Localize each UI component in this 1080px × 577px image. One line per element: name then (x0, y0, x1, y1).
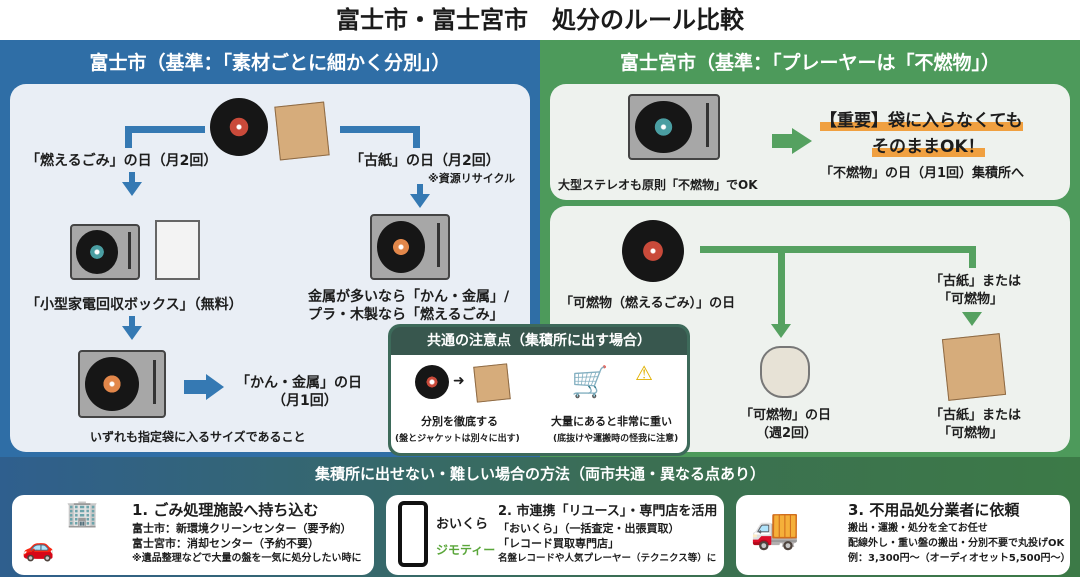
common-notes-box: 共通の注意点（集積所に出す場合） ➜ 分別を徹底する (盤とジャケットは別々に出… (388, 324, 690, 456)
methods-section: 集積所に出せない・難しい場合の方法（両市共通・異なる点あり） 🚗 🏢 1. ごみ… (0, 457, 1080, 577)
arrow-right-icon (206, 374, 224, 400)
flow-line (417, 184, 423, 194)
arrow-right-icon: ➜ (453, 373, 465, 389)
arrow-down-icon (122, 326, 142, 340)
jacket-icon (473, 363, 511, 403)
fuji-panel: 富士市（基準：「素材ごとに細かく分別」） 「燃えるごみ」の日（月2回） 「古紙」… (0, 40, 540, 460)
turntable-icon (70, 224, 140, 280)
nonburnable-day-label: 「不燃物」の日（月1回）集積所へ (820, 166, 1025, 181)
method-detail: ※遺品整理などで大量の盤を一気に処分したい時に (132, 553, 362, 564)
method-detail: 富士市：新環境クリーンセンター（要予約） (132, 522, 352, 535)
method-details: 「おいくら」（一括査定・出張買取） 「レコード買取専門店」 名盤レコードや人気プ… (498, 521, 716, 566)
metal-day-label: 「かん・金属」の日 (236, 375, 362, 391)
method-title: 3. 不用品処分業者に依頼 (848, 501, 1020, 519)
flow-line (125, 126, 132, 148)
jacket-route-line1: 「古紙」または (930, 274, 1022, 289)
method-details: 富士市：新環境クリーンセンター（要予約） 富士宮市：消却センター（予約不要） ※… (132, 521, 362, 566)
flow-line (184, 380, 206, 394)
cart-person-icon: 🛒 (571, 365, 609, 400)
method-card-contractor: 🚚 3. 不用品処分業者に依頼 搬出・運搬・処分を全てお任せ 配線外し・重い盤の… (736, 495, 1071, 575)
method-card-facility: 🚗 🏢 1. ごみ処理施設へ持ち込む 富士市：新環境クリーンセンター（要予約） … (12, 495, 374, 575)
paper-route-label: 「古紙」の日（月2回） (350, 153, 500, 169)
method-detail: 「おいくら」（一括査定・出張買取） (498, 522, 680, 535)
flow-line (969, 246, 976, 268)
flow-line (772, 134, 792, 148)
warning-icon: ⚠ (635, 361, 653, 385)
arrow-right-icon (792, 128, 812, 154)
important-line2-text: そのままOK！ (872, 137, 985, 157)
weight-note-detail: (底抜けや運搬時の怪我に注意) (553, 434, 679, 444)
jacket-route-line2: 「可燃物」 (938, 292, 1004, 307)
method-title: 1. ごみ処理施設へ持ち込む (132, 501, 319, 519)
separate-note: 分別を徹底する (421, 415, 498, 428)
method-title: 2. 市連携「リユース」・専門店を活用 (498, 504, 718, 519)
burnable-route-label: 「燃えるごみ」の日（月2回） (26, 153, 218, 169)
method-detail: 配線外し・重い盤の搬出・分別不要で丸投げOK (848, 538, 1065, 549)
important-line1: 【重要】袋に入らなくても (820, 106, 1023, 131)
flow-line (778, 246, 785, 324)
small-appliance-box-label: 「小型家電回収ボックス」（無料） (26, 297, 243, 313)
recycle-note: ※資源リサイクル (428, 172, 516, 185)
paper-label-line2: 「可燃物」 (938, 426, 1004, 441)
facility-building-icon: 🏢 (66, 499, 99, 529)
burnable-day-frequency: （週2回） (756, 426, 818, 441)
common-notes-body: ➜ 分別を徹底する (盤とジャケットは別々に出す) 🛒 ⚠ 大量にあると非常に重… (391, 355, 687, 453)
flow-line (125, 126, 205, 133)
smartphone-handshake-icon (398, 501, 428, 567)
flow-line (340, 126, 420, 133)
record-icon (415, 365, 449, 399)
method-detail: 搬出・運搬・処分を全てお任せ (848, 523, 988, 534)
method-card-reuse: おいくら ジモティー 2. 市連携「リユース」・専門店を活用 「おいくら」（一括… (386, 495, 724, 575)
jacket-icon (941, 333, 1007, 401)
flow-line (129, 172, 135, 182)
fujinomiya-header: 富士宮市（基準：「プレーヤーは「不燃物」） (619, 52, 1000, 74)
metal-day-frequency: （月1回） (272, 393, 338, 409)
collection-box-icon (155, 220, 200, 280)
material-rule-line1: 金属が多いなら「かん・金属」/ (308, 289, 510, 305)
important-line1-text: 【重要】袋に入らなくても (820, 111, 1023, 131)
fuji-flow-area: 「燃えるごみ」の日（月2回） 「古紙」の日（月2回） ※資源リサイクル 「小型家… (10, 84, 530, 452)
flow-line (700, 246, 976, 253)
method-detail: 富士宮市：消却センター（予約不要） (132, 537, 319, 550)
player-rule-card: 大型ステレオも原則「不燃物」でOK 【重要】袋に入らなくても そのままOK！ 「… (550, 84, 1070, 200)
fuji-header: 富士市（基準：「素材ごとに細かく分別」） (89, 52, 451, 74)
jacket-icon (274, 101, 330, 161)
truck-worker-icon: 🚚 (750, 506, 800, 552)
fujinomiya-panel: 富士宮市（基準：「プレーヤーは「不燃物」） 大型ステレオも原則「不燃物」でOK … (540, 40, 1080, 460)
methods-header: 集積所に出せない・難しい場合の方法（両市共通・異なる点あり） (314, 465, 765, 483)
record-icon (622, 220, 684, 282)
size-note: いずれも指定袋に入るサイズであること (90, 430, 306, 444)
turntable-icon (628, 94, 720, 160)
important-line2: そのままOK！ (872, 132, 985, 157)
arrow-down-icon (410, 194, 430, 208)
record-icon (210, 98, 268, 156)
method-details: 搬出・運搬・処分を全てお任せ 配線外し・重い盤の搬出・分別不要で丸投げOK 例：… (848, 521, 1071, 566)
garbage-bag-icon (760, 346, 810, 398)
page-title: 富士市・富士宮市 処分のルール比較 (336, 6, 744, 34)
car-icon: 🚗 (22, 533, 55, 563)
common-notes-header: 共通の注意点（集積所に出す場合） (391, 327, 687, 355)
arrow-down-icon (962, 312, 982, 326)
flow-line (413, 126, 420, 148)
flow-line (129, 316, 135, 326)
burnable-day-label: 「可燃物」の日 (740, 408, 832, 423)
method-detail: 「レコード買取専門店」 (498, 537, 619, 550)
turntable-icon (78, 350, 166, 418)
jmty-brand: ジモティー (436, 543, 496, 557)
arrow-down-icon (122, 182, 142, 196)
weight-note: 大量にあると非常に重い (551, 415, 672, 428)
turntable-icon (370, 214, 450, 280)
arrow-down-icon (771, 324, 791, 338)
stereo-note: 大型ステレオも原則「不燃物」でOK (558, 178, 758, 192)
material-rule-line2: プラ・木製なら「燃えるごみ」 (308, 307, 504, 323)
record-route-label: 「可燃物（燃えるごみ）」の日 (560, 296, 736, 311)
paper-label-line1: 「古紙」または (930, 408, 1022, 423)
method-detail: 名盤レコードや人気プレーヤー（テクニクス等）に (498, 553, 717, 564)
method-detail: 例：3,300円〜（オーディオセット5,500円〜） (848, 553, 1071, 564)
separate-note-detail: (盤とジャケットは別々に出す) (395, 434, 520, 444)
oikura-brand: おいくら (436, 517, 489, 532)
